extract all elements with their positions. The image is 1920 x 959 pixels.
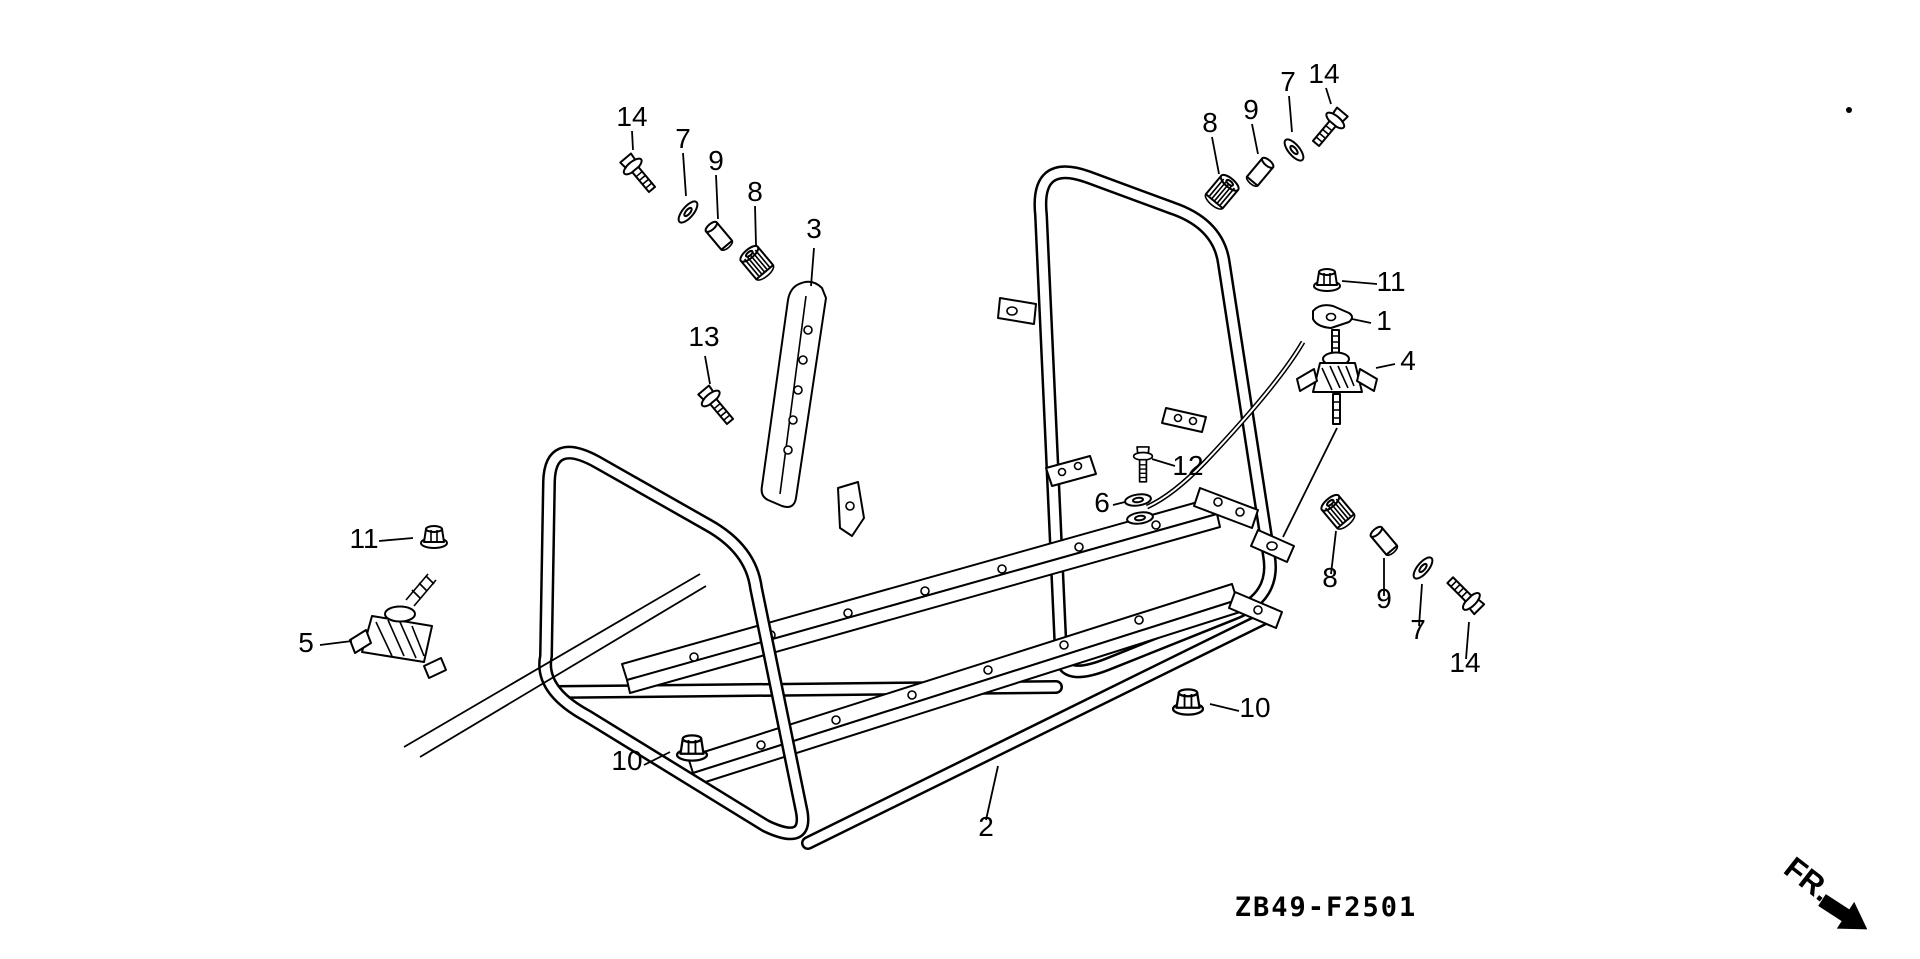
callout-6: 6 xyxy=(1094,487,1110,518)
frame-tab-rail-end xyxy=(1193,487,1259,529)
washer-pair-6 xyxy=(1123,491,1155,527)
washer-icon xyxy=(1280,135,1308,165)
frame-tab-rail-mid xyxy=(1045,455,1097,487)
callout-1: 1 xyxy=(1376,305,1392,336)
locating-line-5b xyxy=(419,585,707,758)
fastener-cluster-top-left xyxy=(616,149,778,284)
locating-line-5a xyxy=(403,573,701,748)
fr-arrow-icon xyxy=(1818,894,1868,930)
callout-7-top-right: 7 xyxy=(1280,66,1296,97)
engine-mount-icon-4 xyxy=(1282,329,1378,538)
flange-bolt-icon xyxy=(1441,571,1488,618)
callout-7-mid-right: 7 xyxy=(1410,614,1426,645)
callout-8-top-left: 8 xyxy=(747,176,763,207)
callout-12: 12 xyxy=(1172,450,1203,481)
rubber-grommet-icon xyxy=(1201,171,1243,213)
frame-clip-icon xyxy=(837,481,865,537)
diagram-code: ZB49-F2501 xyxy=(1235,892,1418,923)
fr-direction-marker: FR. xyxy=(1778,850,1868,930)
fastener-cluster-top-right xyxy=(1201,103,1352,213)
artifact-dot xyxy=(1846,107,1852,113)
flange-nut-icon-10-right xyxy=(1171,688,1205,716)
flange-bolt-icon xyxy=(1306,103,1352,152)
callout-13: 13 xyxy=(688,321,719,352)
rubber-grommet-icon xyxy=(1317,491,1359,533)
rubber-grommet-icon xyxy=(736,242,778,284)
front-base-tube xyxy=(801,611,1272,850)
flange-nut-icon-10-left xyxy=(675,734,709,762)
callout-2: 2 xyxy=(978,811,994,842)
callout-10-bottom-left: 10 xyxy=(611,745,642,776)
callout-14-top-left: 14 xyxy=(616,101,647,132)
callout-11-right: 11 xyxy=(1376,266,1405,297)
callout-11-left: 11 xyxy=(349,523,378,554)
flange-bolt-icon-12 xyxy=(1132,446,1154,483)
callout-9-mid-right: 9 xyxy=(1376,583,1392,614)
ground-cable xyxy=(1145,340,1306,510)
hoop-lug-bracket xyxy=(997,297,1037,325)
frame-bracket-icon-3 xyxy=(760,280,827,508)
callout-10-bottom-right: 10 xyxy=(1239,692,1270,723)
callout-8-mid-right: 8 xyxy=(1322,562,1338,593)
callout-5: 5 xyxy=(298,627,314,658)
fastener-cluster-mid-right xyxy=(1317,491,1488,618)
flange-bolt-icon xyxy=(616,149,662,198)
collar-icon xyxy=(1367,524,1401,558)
rear-hoop-tube xyxy=(1033,165,1277,679)
washer-icon xyxy=(674,197,702,227)
washer-icon xyxy=(1409,553,1437,583)
front-hoop-tube xyxy=(538,445,810,841)
leader-lines xyxy=(319,87,1470,821)
flange-nut-icon-11-left xyxy=(420,525,448,549)
callout-3: 3 xyxy=(806,213,822,244)
callout-9-top-left: 9 xyxy=(708,145,724,176)
callout-9-top-right: 9 xyxy=(1243,94,1259,125)
frame-tab-mount-right xyxy=(1250,529,1295,563)
callout-14-mid-right: 14 xyxy=(1449,647,1480,678)
frame-drawing xyxy=(538,165,1306,850)
wire-stay-plate-1 xyxy=(1312,304,1353,329)
engine-mount-icon-5 xyxy=(349,573,447,679)
frame-tab-front-end xyxy=(1228,591,1283,629)
collar-icon xyxy=(1243,155,1277,189)
callout-7-top-left: 7 xyxy=(675,123,691,154)
collar-icon xyxy=(702,219,736,253)
callout-8-top-right: 8 xyxy=(1202,107,1218,138)
frame-tab-upper xyxy=(1161,407,1207,433)
flange-nut-icon-11-right xyxy=(1313,268,1341,292)
callout-4: 4 xyxy=(1400,345,1416,376)
callout-14-top-right: 14 xyxy=(1308,58,1339,89)
flange-bolt-icon-13 xyxy=(694,381,740,430)
